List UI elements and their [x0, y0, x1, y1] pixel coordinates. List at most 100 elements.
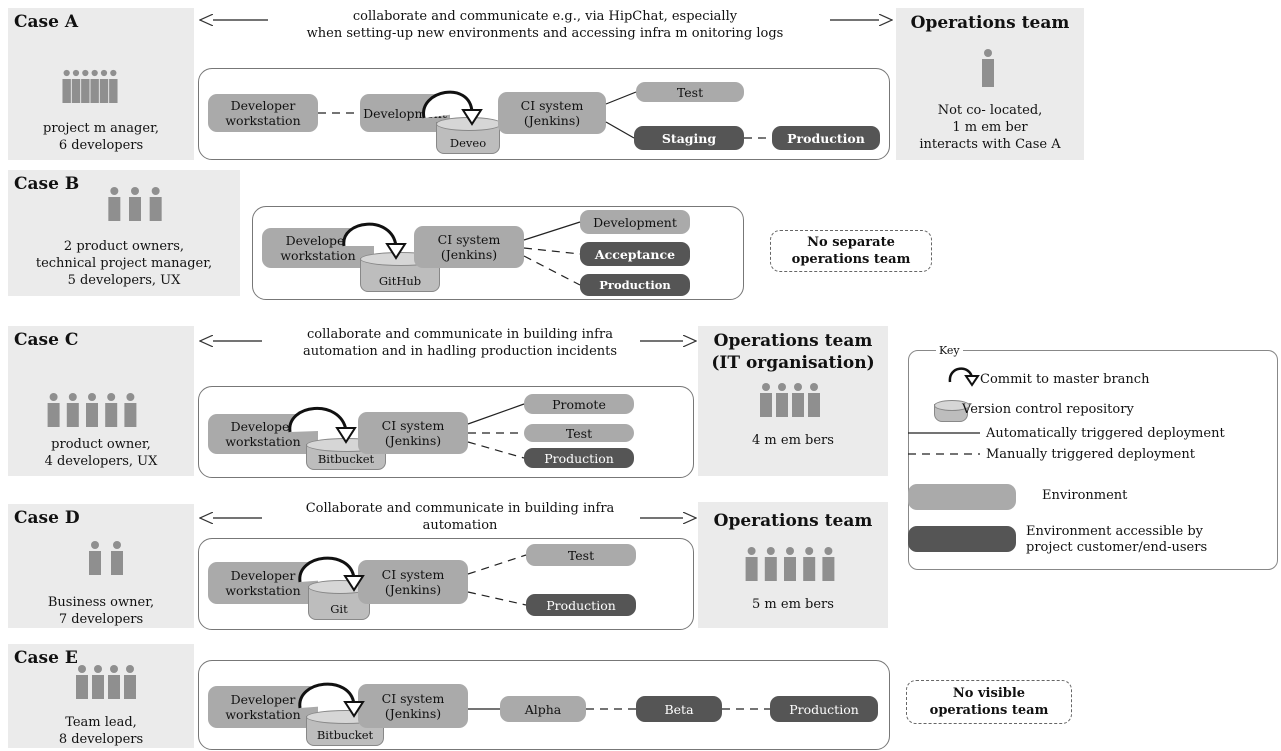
person-head [984, 49, 992, 57]
person-head [805, 547, 814, 555]
person-body [982, 59, 994, 87]
person-head [91, 541, 99, 549]
case-e-team: Team lead, 8 developers [58, 715, 144, 747]
person-body [111, 551, 123, 575]
case-b-title: Case B [14, 174, 80, 194]
person-head [63, 69, 70, 77]
case-a-workstation: Developer workstation [208, 94, 318, 132]
key-title: Key [936, 343, 963, 359]
person-head [747, 547, 756, 555]
case-e-no-ops: No visible operations team [906, 680, 1072, 724]
case-a-communication: collaborate and communicate e.g., via Hi… [306, 9, 784, 41]
person-head [126, 393, 135, 401]
case-d-ops-title: Operations team [713, 511, 873, 531]
person-head [49, 393, 58, 401]
person-body [76, 675, 88, 699]
key-repo-top [934, 400, 970, 411]
people-icon [62, 68, 118, 104]
person-head [110, 187, 119, 195]
person-body [89, 551, 101, 575]
person-head [91, 69, 98, 77]
case-c-ops-title: Operations team (IT organisation) [711, 331, 875, 373]
person-head [810, 383, 818, 391]
person-body [149, 197, 162, 221]
key-commit-label: Commit to master branch [980, 372, 1150, 387]
person-body [124, 403, 137, 427]
person-head [107, 393, 116, 401]
case-c-env-promote: Promote [524, 394, 634, 414]
people-icon [104, 186, 166, 222]
person-body [764, 557, 777, 581]
person-body [808, 393, 820, 417]
key-manual-label: Manually triggered deployment [986, 447, 1195, 462]
person-body [62, 79, 71, 103]
case-d-team: Business owner, 7 developers [47, 595, 155, 627]
person-head [126, 665, 134, 673]
case-d-env-test: Test [526, 544, 636, 566]
person-body [90, 79, 99, 103]
person-body [109, 79, 118, 103]
key-env-swatch [908, 484, 1016, 510]
case-b-env-production: Production [580, 274, 690, 296]
case-a-team: project m anager, 6 developers [43, 121, 159, 153]
people-icon [84, 540, 128, 576]
person-head [794, 383, 802, 391]
people-icon [44, 392, 140, 428]
person-head [110, 69, 117, 77]
person-body [86, 403, 98, 427]
person-head [94, 665, 102, 673]
case-b-ci: CI system (Jenkins) [414, 226, 524, 268]
case-a-ci: CI system (Jenkins) [498, 92, 606, 134]
case-d-title: Case D [14, 508, 80, 528]
person-body [92, 675, 104, 699]
person-head [110, 665, 118, 673]
person-icon [974, 48, 1002, 88]
person-body [108, 675, 120, 699]
case-a-title: Case A [14, 12, 79, 32]
key-env-customer-swatch [908, 526, 1016, 552]
person-head [131, 187, 139, 195]
person-body [47, 403, 60, 427]
people-icon [74, 664, 138, 700]
case-b-team-panel [8, 170, 240, 296]
case-c-team: product owner, 4 developers, UX [44, 437, 158, 469]
case-d-ci: CI system (Jenkins) [358, 560, 468, 604]
person-body [81, 79, 90, 103]
person-body [124, 675, 136, 699]
person-body [760, 393, 772, 417]
case-c-communication: collaborate and communicate in building … [302, 327, 618, 359]
person-body [822, 557, 835, 581]
person-body [792, 393, 804, 417]
person-head [68, 393, 77, 401]
person-head [72, 69, 80, 77]
case-a-env-production: Production [772, 126, 880, 150]
person-head [824, 547, 833, 555]
people-icon [742, 546, 838, 582]
case-c-env-production: Production [524, 448, 634, 468]
person-head [88, 393, 96, 401]
person-body [803, 557, 816, 581]
case-c-env-test: Test [524, 424, 634, 442]
case-b-env-development: Development [580, 210, 690, 234]
person-head [786, 547, 794, 555]
key-auto-label: Automatically triggered deployment [986, 426, 1225, 441]
person-body [129, 197, 141, 221]
case-c-ci: CI system (Jenkins) [358, 412, 468, 454]
person-head [78, 665, 86, 673]
person-body [66, 403, 79, 427]
case-c-title: Case C [14, 330, 79, 350]
person-head [766, 547, 775, 555]
case-e-ci: CI system (Jenkins) [358, 684, 468, 728]
case-e-env-alpha: Alpha [500, 696, 586, 722]
person-head [82, 69, 89, 77]
case-c-ops-desc: 4 m em bers [752, 433, 834, 448]
case-d-env-production: Production [526, 594, 636, 616]
case-b-no-ops: No separate operations team [770, 230, 932, 272]
person-head [151, 187, 160, 195]
person-head [100, 69, 108, 77]
case-e-env-beta: Beta [636, 696, 722, 722]
person-body [71, 79, 81, 103]
person-body [776, 393, 788, 417]
case-a-ops-desc: Not co- located, 1 m em ber interacts wi… [919, 103, 1061, 152]
